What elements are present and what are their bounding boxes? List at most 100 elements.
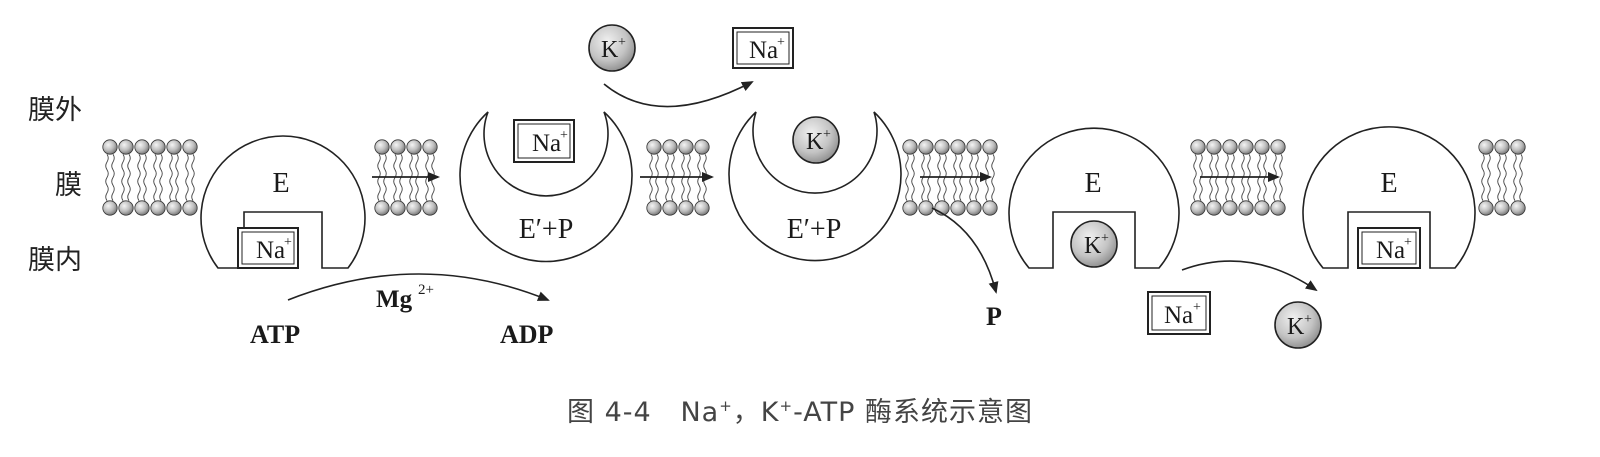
- lipid-head: [1494, 139, 1510, 155]
- lipid-head: [694, 200, 710, 216]
- na-label: Na: [749, 37, 778, 64]
- label-inside-membrane: 膜内: [28, 245, 82, 276]
- lipid-tail: [1519, 153, 1523, 202]
- caption-k: K: [760, 397, 780, 428]
- lipid-head: [934, 139, 950, 155]
- atp-label: ATP: [250, 320, 300, 349]
- na-charge: +: [284, 235, 292, 250]
- lipid-head: [662, 139, 678, 155]
- lipid-head: [950, 139, 966, 155]
- lipid-head: [1510, 139, 1526, 155]
- lipid-head: [694, 139, 710, 155]
- lipid-head: [390, 139, 406, 155]
- lipid-head: [678, 200, 694, 216]
- caption-fig-number: 图 4-4: [567, 397, 652, 428]
- lipid-head: [982, 200, 998, 216]
- lipid-tail: [137, 153, 141, 202]
- lipid-head: [118, 139, 134, 155]
- enzyme-5-e-na: E: [1302, 126, 1476, 269]
- lipid-head: [118, 200, 134, 216]
- k-label: K: [1084, 233, 1102, 259]
- lipid-tail: [1487, 153, 1491, 202]
- lipid-head: [918, 139, 934, 155]
- caption-na-charge: +: [719, 397, 733, 415]
- lipid-head: [102, 200, 118, 216]
- lipid-head: [102, 139, 118, 155]
- lipid-head: [1510, 200, 1526, 216]
- k-ball-inside: K +: [1274, 301, 1322, 349]
- k-label: K: [1287, 314, 1305, 340]
- lipid-tail: [1193, 153, 1197, 202]
- enzyme-label-e: E: [272, 168, 289, 199]
- label-outside-membrane: 膜外: [28, 95, 82, 126]
- mg-charge: 2+: [418, 282, 434, 298]
- k-label: K: [601, 37, 619, 63]
- adp-label: ADP: [500, 320, 554, 349]
- na-label: Na: [1376, 237, 1405, 264]
- lipid-head: [134, 139, 150, 155]
- na-box-enzyme-5: Na +: [1357, 227, 1421, 269]
- lipid-head: [902, 139, 918, 155]
- lipid-tail: [1279, 153, 1283, 202]
- na-label: Na: [532, 130, 561, 157]
- lipid-head: [1222, 139, 1238, 155]
- enzyme-2-eprime-na: E′+P: [459, 111, 633, 263]
- k-label: K: [806, 129, 824, 155]
- lipid-head: [662, 200, 678, 216]
- phosphate-release-arrow: [931, 207, 999, 294]
- lipid-head: [390, 200, 406, 216]
- enzyme-3-eprime-k: E′+P: [728, 111, 902, 262]
- lipid-head: [406, 139, 422, 155]
- lipid-head: [134, 200, 150, 216]
- na-charge: +: [777, 35, 785, 50]
- lipid-tail: [121, 153, 125, 202]
- lipid-tail: [1481, 153, 1485, 202]
- caption-k-charge: +: [779, 397, 794, 415]
- lipid-head: [966, 200, 982, 216]
- lipid-tail: [153, 153, 157, 202]
- na-box-enzyme-1: Na +: [237, 227, 299, 269]
- lipid-tail: [1503, 153, 1507, 202]
- k-charge: +: [1101, 231, 1109, 246]
- na-charge: +: [1404, 235, 1412, 250]
- caption-na: Na: [680, 397, 720, 428]
- lipid-tail: [143, 153, 147, 202]
- lipid-tail: [111, 153, 115, 202]
- lipid-head: [182, 139, 198, 155]
- lipid-head: [422, 200, 438, 216]
- lipid-bilayer: [102, 139, 1526, 216]
- lipid-head: [182, 200, 198, 216]
- lipid-head: [646, 139, 662, 155]
- lipid-head: [1206, 200, 1222, 216]
- lipid-head: [1206, 139, 1222, 155]
- lipid-tail: [1497, 153, 1501, 202]
- na-box-outside: Na +: [732, 27, 794, 69]
- k-charge: +: [618, 35, 626, 50]
- lipid-tail: [905, 153, 909, 202]
- lipid-tail: [911, 153, 915, 202]
- lipid-head: [1190, 139, 1206, 155]
- lipid-head: [1254, 200, 1270, 216]
- lipid-head: [1254, 139, 1270, 155]
- lipid-tail: [159, 153, 163, 202]
- label-membrane: 膜: [55, 170, 82, 201]
- lipid-head: [150, 139, 166, 155]
- k-charge: +: [1304, 312, 1312, 327]
- lipid-head: [982, 139, 998, 155]
- lipid-head: [1494, 200, 1510, 216]
- na-box-inside: Na +: [1147, 291, 1211, 335]
- lipid-head: [150, 200, 166, 216]
- lipid-head: [166, 200, 182, 216]
- lipid-head: [950, 200, 966, 216]
- lipid-head: [374, 200, 390, 216]
- lipid-tail: [991, 153, 995, 202]
- exchange-arrow-outside: [603, 81, 754, 108]
- caption-separator: ，: [732, 397, 761, 428]
- na-label: Na: [1164, 302, 1193, 329]
- lipid-tail: [105, 153, 109, 202]
- lipid-head: [646, 200, 662, 216]
- atp-adp-arrow: [287, 273, 550, 301]
- lipid-head: [1238, 139, 1254, 155]
